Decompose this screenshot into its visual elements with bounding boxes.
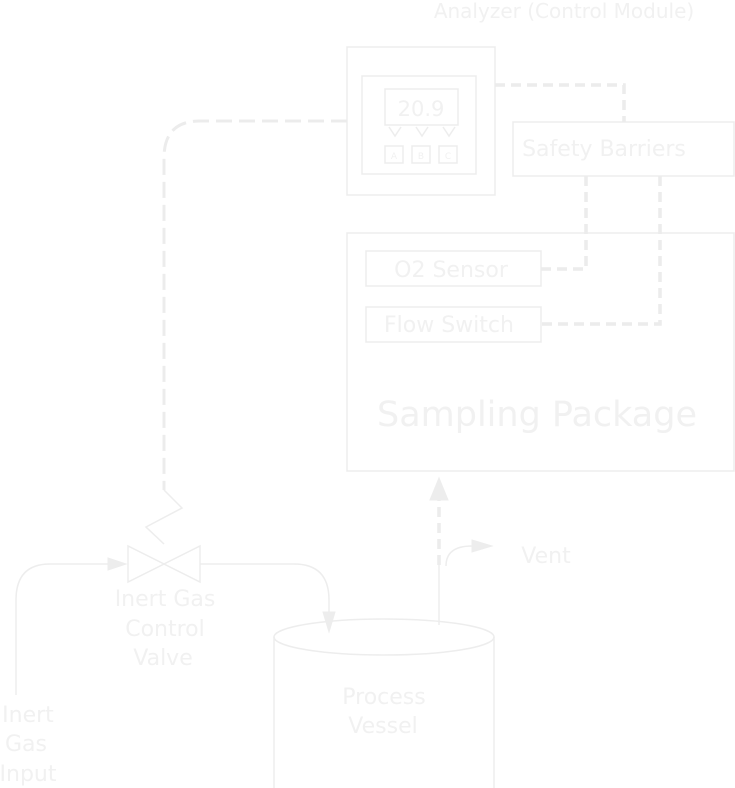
- analyzer-title: Analyzer (Control Module): [434, 0, 694, 23]
- analyzer-to-barriers-signal-line: [495, 83, 626, 122]
- sampling-package-box: [346, 232, 735, 472]
- analyzer-inner-panel: [361, 75, 477, 175]
- vessel-top-ellipse: [273, 618, 495, 656]
- sample-arrow-icon: [429, 476, 449, 501]
- inert-input-arrow-icon: [107, 557, 128, 571]
- vessel-label-line-2: Vessel: [348, 714, 417, 739]
- inert-gas-input-pipe: [15, 563, 108, 695]
- analyzer-button-a-label: A: [391, 152, 398, 162]
- inert-input-label-line-1: Inert: [2, 703, 54, 728]
- valve-to-vessel-pipe: [200, 563, 330, 612]
- analyzer-button-b[interactable]: B: [411, 126, 431, 164]
- valve-right-triangle: [162, 544, 201, 584]
- analyzer-button-a[interactable]: A: [384, 126, 404, 164]
- vessel-label-line-1: Process: [342, 685, 425, 710]
- flow-switch-box: [365, 306, 542, 343]
- vent-line: [445, 545, 473, 567]
- valve-actuator-lightning-line: [144, 489, 184, 545]
- analyzer-button-b-label: B: [418, 152, 424, 162]
- o2-sensor-label: O2 Sensor: [394, 258, 509, 283]
- button-c-indicator-icon: [442, 126, 456, 138]
- analyzer-button-c-label: C: [445, 152, 451, 162]
- analyzer-button-c[interactable]: C: [438, 126, 458, 164]
- barriers-to-flow-switch-signal-line: [541, 176, 662, 326]
- inert-input-label-line-3: Input: [0, 762, 57, 787]
- flow-switch-label: Flow Switch: [384, 313, 514, 338]
- analyzer-to-valve-signal-line: [162, 119, 347, 490]
- barriers-to-o2-sensor-signal-line: [541, 176, 588, 271]
- analyzer-outer-box: [346, 46, 496, 196]
- analyzer-display: [384, 88, 459, 126]
- vent-label: Vent: [521, 544, 571, 569]
- valve-label-line-3: Valve: [133, 646, 193, 671]
- vent-arrow-icon: [471, 539, 494, 553]
- valve-label-line-2: Control: [125, 617, 205, 642]
- button-b-indicator-icon: [415, 126, 429, 138]
- inert-gas-control-valve[interactable]: [127, 544, 201, 584]
- button-a-indicator-icon: [388, 126, 402, 138]
- analyzer-control-module: 20.9 A B C: [346, 46, 496, 196]
- sampling-package-title: Sampling Package: [377, 395, 697, 435]
- valve-label-line-1: Inert Gas: [115, 587, 216, 612]
- valve-left-triangle: [127, 544, 166, 584]
- process-vessel: [273, 618, 495, 788]
- safety-barriers-label: Safety Barriers: [522, 137, 686, 162]
- inert-input-label-line-2: Gas: [5, 732, 47, 757]
- analyzer-display-value: 20.9: [398, 97, 445, 121]
